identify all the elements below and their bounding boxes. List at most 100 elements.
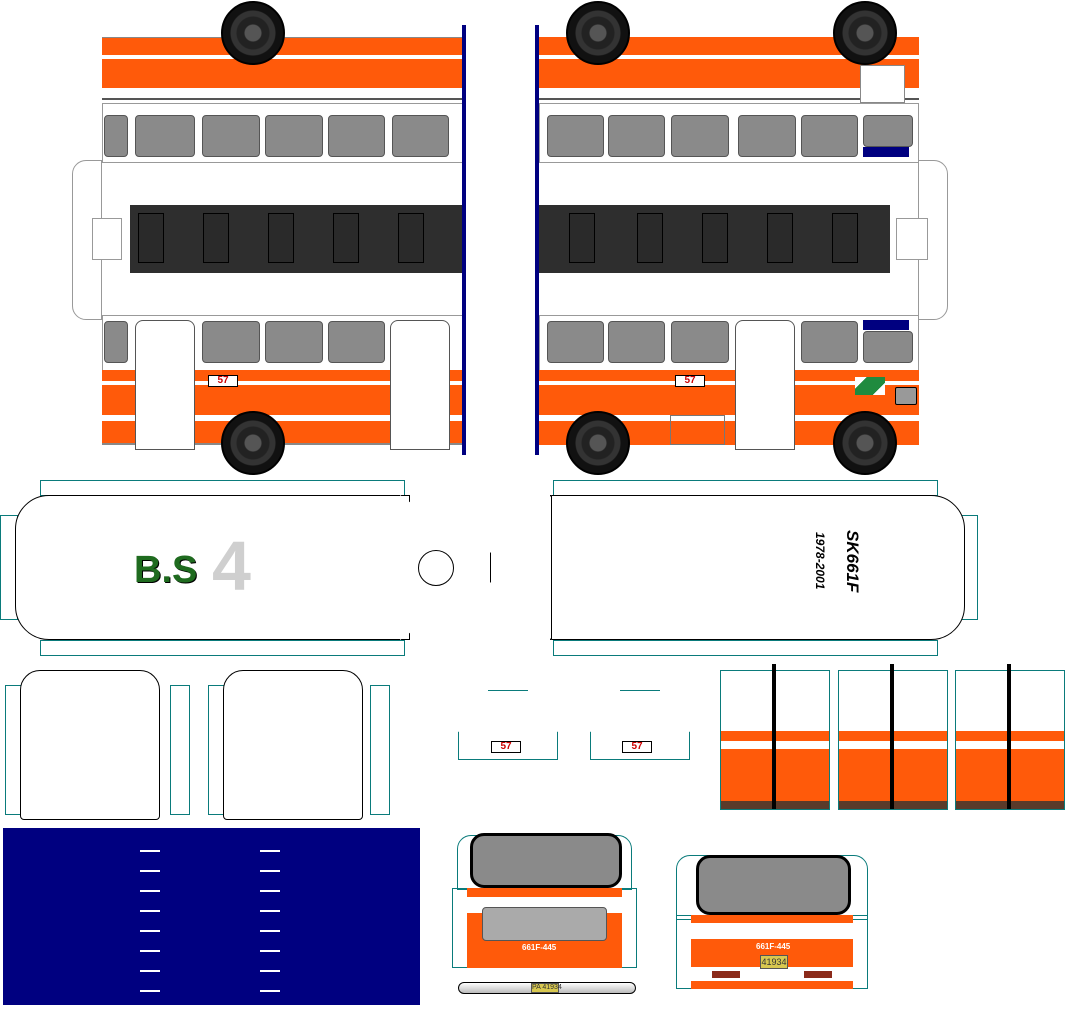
window <box>608 115 665 157</box>
window <box>608 321 665 363</box>
left-end-tab <box>92 218 122 260</box>
roof-panel-left <box>15 495 410 640</box>
wheel-icon <box>221 1 285 65</box>
stripe <box>539 381 919 385</box>
logo-number: 4 <box>212 527 251 605</box>
interior-window <box>832 213 858 263</box>
route-number-sign: 57 <box>491 741 521 753</box>
window <box>547 115 604 157</box>
window <box>135 115 195 157</box>
window <box>738 115 796 157</box>
company-logo-text: B.S <box>134 549 198 591</box>
window <box>801 115 858 157</box>
window <box>801 321 858 363</box>
blind <box>863 320 909 330</box>
stripe <box>539 55 919 59</box>
roof-end-tab <box>490 495 552 640</box>
wheel-icon <box>566 411 630 475</box>
route-number-sign: 57 <box>675 375 705 387</box>
bumper-plate: PA 41934 <box>531 983 562 993</box>
window <box>202 321 260 363</box>
interior-window <box>702 213 728 263</box>
glue-tab <box>370 685 390 815</box>
glue-tab <box>553 640 938 656</box>
interior-panel <box>130 205 465 273</box>
wheel-icon <box>566 1 630 65</box>
window <box>547 321 604 363</box>
window <box>392 115 449 157</box>
rear-window <box>696 855 851 915</box>
front-code: 661F-445 <box>522 943 557 952</box>
destination-panel <box>860 65 905 103</box>
interior-window <box>268 213 294 263</box>
window <box>265 115 323 157</box>
interior-window <box>767 213 793 263</box>
window <box>104 115 128 157</box>
wheel-icon <box>221 411 285 475</box>
windscreen <box>470 833 622 888</box>
window <box>863 331 913 363</box>
cutout-circle <box>418 550 454 586</box>
seat-panel <box>223 670 363 820</box>
interior-window <box>637 213 663 263</box>
window <box>265 321 323 363</box>
fuel-cap <box>895 387 917 405</box>
window <box>671 115 729 157</box>
blind <box>863 147 909 157</box>
fleet-number: SK661F <box>843 530 862 593</box>
fold-line <box>462 25 466 455</box>
glue-tab <box>40 640 405 656</box>
right-end-tab <box>896 218 928 260</box>
fold-line <box>535 25 539 455</box>
company-badge-icon <box>855 377 885 395</box>
stair-pole <box>1007 664 1011 809</box>
glue-tab <box>40 480 405 496</box>
stripe <box>539 88 919 100</box>
interior-window <box>138 213 164 263</box>
window <box>671 321 729 363</box>
door <box>390 320 450 450</box>
tail-light <box>804 971 832 978</box>
wheel-icon <box>833 1 897 65</box>
service-years: 1978-2001 <box>813 532 827 590</box>
stair-pole <box>890 664 894 809</box>
route-number-sign: 57 <box>622 741 652 753</box>
stripe <box>102 55 463 59</box>
interior-window <box>398 213 424 263</box>
window <box>328 321 385 363</box>
wheel-icon <box>833 411 897 475</box>
bus-side-left: 57 <box>100 25 466 455</box>
door <box>135 320 195 450</box>
floor-slot-marks <box>260 840 280 995</box>
floor-panel <box>3 828 420 1005</box>
stripe <box>102 88 463 100</box>
route-number-sign: 57 <box>208 375 238 387</box>
roof-panel-right <box>550 495 965 640</box>
interior-panel <box>539 205 890 273</box>
stripe <box>102 415 463 421</box>
interior-window <box>203 213 229 263</box>
glue-tab <box>170 685 190 815</box>
tail-light <box>712 971 740 978</box>
stripe <box>539 415 919 421</box>
floor-slot-marks <box>140 840 160 995</box>
stripe <box>102 381 463 385</box>
rear-plate: 41934 <box>760 955 788 969</box>
grille <box>482 907 607 941</box>
seat-panel <box>20 670 160 820</box>
bus-rear: 661F-445 41934 <box>676 845 870 990</box>
bus-side-right: 57 <box>535 25 920 455</box>
rear-code: 661F-445 <box>756 942 791 951</box>
glue-tab <box>553 480 938 496</box>
window <box>328 115 385 157</box>
window <box>863 115 913 147</box>
door <box>735 320 795 450</box>
window <box>104 321 128 363</box>
stripe <box>691 923 853 939</box>
interior-window <box>569 213 595 263</box>
bus-front: 661F-445 <box>452 825 637 970</box>
hatch <box>670 415 725 445</box>
interior-window <box>333 213 359 263</box>
window <box>202 115 260 157</box>
stair-pole <box>772 664 776 809</box>
